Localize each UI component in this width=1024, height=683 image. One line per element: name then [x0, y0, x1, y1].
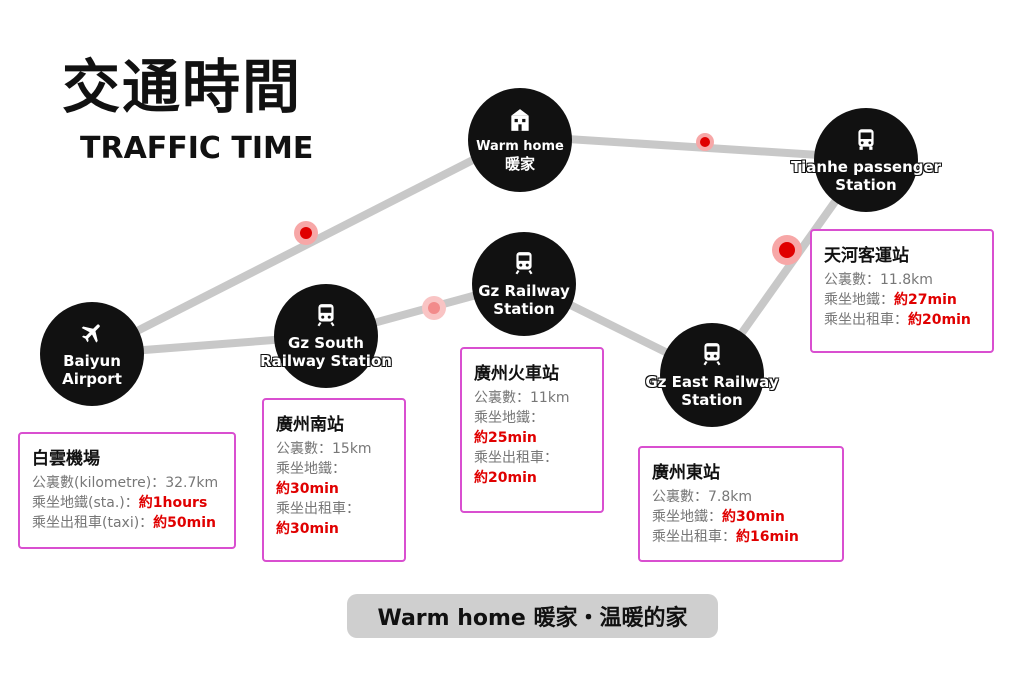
card-metro-row: 乘坐地鐵：約27min	[824, 290, 980, 310]
metro-label: 乘坐地鐵：	[276, 461, 346, 477]
train-icon	[317, 304, 335, 327]
taxi-label: 乘坐出租車：	[474, 450, 558, 466]
distance-value: 11km	[530, 390, 570, 406]
distance-label: 公裏數：	[276, 441, 332, 457]
footer-banner: Warm home 暖家・温暖的家	[347, 594, 718, 638]
distance-label: 公裏數：	[474, 390, 530, 406]
node-gz-east-station: Gz East Railway Station	[645, 323, 779, 427]
card-distance-row: 公裏數：11.8km	[824, 270, 980, 290]
card-metro-row: 乘坐地鐵(sta.)：約1hours	[32, 493, 222, 513]
info-card-tianhe: 天河客運站 公裏數：11.8km 乘坐地鐵：約27min 乘坐出租車：約20mi…	[810, 229, 994, 353]
card-title: 廣州南站	[276, 415, 344, 435]
metro-time: 約27min	[894, 292, 957, 308]
node-label-line: Airport	[62, 370, 122, 388]
taxi-label: 乘坐出租車(taxi)：	[32, 515, 154, 531]
card-taxi-row: 乘坐出租車：約20min	[824, 310, 980, 330]
node-gz-railway-station: Gz Railway Station	[472, 232, 576, 336]
taxi-time: 約20min	[474, 470, 537, 486]
distance-value: 7.8km	[708, 489, 753, 505]
train-icon	[703, 343, 721, 366]
info-card-airport: 白雲機場 公裏數(kilometre)：32.7km 乘坐地鐵(sta.)：約1…	[18, 432, 236, 549]
node-label-line: Baiyun	[63, 352, 121, 370]
node-label-line: Railway Station	[260, 352, 392, 370]
node-label-line: 暖家	[504, 154, 535, 173]
building-icon	[511, 109, 529, 132]
metro-label: 乘坐地鐵(sta.)：	[32, 495, 139, 511]
card-distance-row: 公裏數：11km	[474, 388, 590, 408]
taxi-label: 乘坐出租車：	[652, 529, 736, 545]
node-tianhe-station: Tianhe passenger Station	[791, 108, 941, 212]
route-marker	[772, 235, 802, 265]
route-marker	[294, 221, 318, 245]
metro-time: 約30min	[722, 509, 785, 525]
taxi-time: 約30min	[276, 521, 339, 537]
node-label-line: Gz Railway	[478, 282, 570, 300]
distance-value: 15km	[332, 441, 372, 457]
metro-time: 約1hours	[138, 495, 208, 511]
taxi-label: 乘坐出租車：	[824, 312, 908, 328]
distance-value: 32.7km	[165, 475, 219, 491]
node-label-line: Station	[493, 300, 555, 318]
card-distance-row: 公裏數(kilometre)：32.7km	[32, 473, 222, 493]
card-taxi-row: 乘坐出租車(taxi)：約50min	[32, 513, 222, 533]
node-label-line: Station	[835, 176, 897, 194]
taxi-time: 約50min	[153, 515, 217, 531]
metro-label: 乘坐地鐵：	[652, 509, 722, 525]
distance-value: 11.8km	[880, 272, 933, 288]
taxi-label: 乘坐出租車：	[276, 501, 360, 517]
metro-time: 約30min	[276, 481, 339, 497]
route-marker	[696, 133, 714, 151]
card-distance-row: 公裏數：7.8km	[652, 487, 830, 507]
distance-label: 公裏數：	[652, 489, 708, 505]
info-card-gz-east: 廣州東站 公裏數：7.8km 乘坐地鐵：約30min 乘坐出租車：約16min	[638, 446, 844, 562]
metro-label: 乘坐地鐵：	[824, 292, 894, 308]
taxi-time: 約16min	[736, 529, 799, 545]
info-card-gz-south: 廣州南站 公裏數：15km 乘坐地鐵： 約30min 乘坐出租車： 約30min	[262, 398, 406, 562]
node-label-line: Gz South	[288, 334, 364, 352]
card-title: 廣州東站	[652, 463, 720, 483]
node-warm-home: Warm home 暖家	[468, 88, 572, 192]
distance-label: 公裏數：	[824, 272, 880, 288]
card-title: 白雲機場	[32, 449, 100, 469]
node-label-line: Gz East Railway	[645, 373, 779, 391]
node-label-line: Tianhe passenger	[790, 158, 942, 176]
route-markers	[294, 133, 802, 320]
node-baiyun-airport: Baiyun Airport	[40, 302, 144, 406]
route-home-tianhe	[516, 132, 870, 162]
node-gz-south-station: Gz South Railway Station	[260, 284, 392, 388]
metro-time: 約25min	[474, 430, 537, 446]
info-card-gz-railway: 廣州火車站 公裏數：11km 乘坐地鐵： 約25min 乘坐出租車： 約20mi…	[460, 347, 604, 513]
airplane-icon	[81, 324, 100, 343]
card-title: 廣州火車站	[474, 364, 559, 384]
node-label-line: Station	[681, 391, 743, 409]
metro-label: 乘坐地鐵：	[474, 410, 544, 426]
train-icon	[515, 252, 533, 275]
page-title-zh: 交通時間	[62, 53, 303, 121]
card-title: 天河客運站	[824, 246, 909, 266]
node-label-line: Warm home	[476, 139, 564, 155]
card-taxi-row: 乘坐出租車：約16min	[652, 527, 830, 547]
distance-label: 公裏數(kilometre)：	[32, 475, 166, 491]
route-marker	[422, 296, 446, 320]
page-title-en: TRAFFIC TIME	[80, 131, 314, 166]
bus-icon	[858, 129, 874, 150]
taxi-time: 約20min	[908, 312, 971, 328]
card-metro-row: 乘坐地鐵：約30min	[652, 507, 830, 527]
card-distance-row: 公裏數：15km	[276, 439, 392, 459]
